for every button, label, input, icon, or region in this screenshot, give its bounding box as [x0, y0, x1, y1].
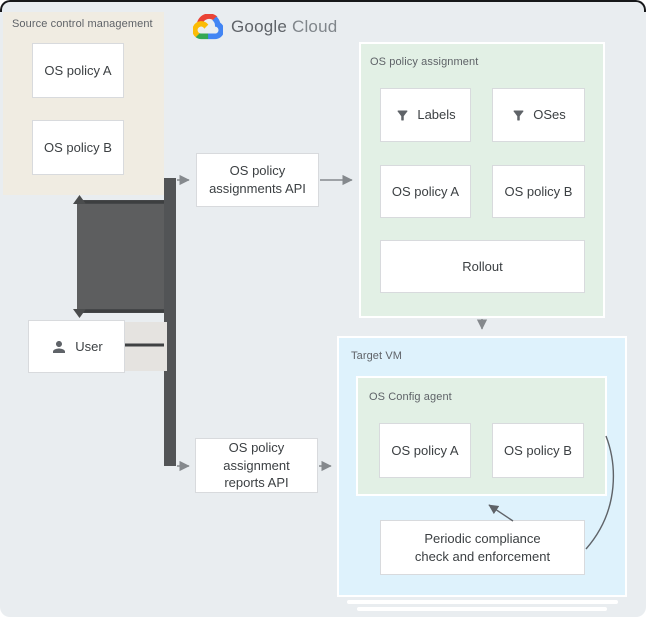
user-node-shadow: [125, 322, 167, 371]
os-policy-assignments-api-text: OS policy assignments API: [209, 163, 306, 196]
user-node: User: [28, 320, 125, 373]
labels-text: Labels: [417, 107, 456, 123]
agent-os-policy-a-node: OS policy A: [379, 423, 471, 478]
google-cloud-wordmark: Google Cloud: [231, 17, 337, 37]
window-top-edge: [0, 0, 646, 12]
user-api-connector-bar: [164, 178, 176, 466]
agent-os-policy-b-text: OS policy B: [504, 442, 572, 458]
periodic-compliance-text: Periodic compliance check and enforcemen…: [414, 530, 551, 564]
user-label: User: [75, 338, 103, 354]
oses-node: OSes: [492, 88, 585, 142]
os-policy-assignment-label: OS policy assignment: [370, 56, 479, 68]
source-os-policy-a-text: OS policy A: [44, 62, 112, 78]
source-user-connector-band: [77, 200, 164, 313]
os-policy-assignments-api-node: OS policy assignments API: [196, 153, 319, 207]
filter-icon: [511, 108, 526, 123]
assignment-os-policy-a-node: OS policy A: [380, 165, 471, 218]
os-policy-assignment-reports-api-node: OS policy assignment reports API: [195, 438, 318, 493]
filter-icon: [395, 108, 410, 123]
agent-os-policy-a-text: OS policy A: [391, 442, 459, 458]
person-icon: [50, 338, 68, 356]
rollout-node: Rollout: [380, 240, 585, 293]
agent-os-policy-b-node: OS policy B: [492, 423, 584, 478]
os-policy-assignment-reports-api-text: OS policy assignment reports API: [223, 440, 290, 491]
google-cloud-logo: Google Cloud: [193, 14, 337, 40]
source-os-policy-b-node: OS policy B: [32, 120, 124, 175]
periodic-compliance-node: Periodic compliance check and enforcemen…: [380, 520, 585, 575]
oses-text: OSes: [533, 107, 566, 123]
vm-stack-bar-1: [347, 600, 618, 604]
google-cloud-icon: [193, 14, 223, 40]
assignment-os-policy-b-node: OS policy B: [492, 165, 585, 218]
logo-product-text: Cloud: [291, 17, 338, 36]
source-os-policy-b-text: OS policy B: [44, 139, 112, 155]
assignment-os-policy-b-text: OS policy B: [504, 183, 573, 199]
assignment-os-policy-a-text: OS policy A: [391, 183, 460, 199]
source-os-policy-a-node: OS policy A: [32, 43, 124, 98]
logo-brand-text: Google: [231, 17, 288, 36]
os-config-agent-label: OS Config agent: [369, 391, 452, 403]
target-vm-label: Target VM: [351, 350, 403, 362]
vm-stack-bar-2: [357, 607, 607, 611]
source-control-label: Source control management: [12, 18, 153, 30]
rollout-text: Rollout: [462, 258, 503, 274]
labels-node: Labels: [380, 88, 471, 142]
